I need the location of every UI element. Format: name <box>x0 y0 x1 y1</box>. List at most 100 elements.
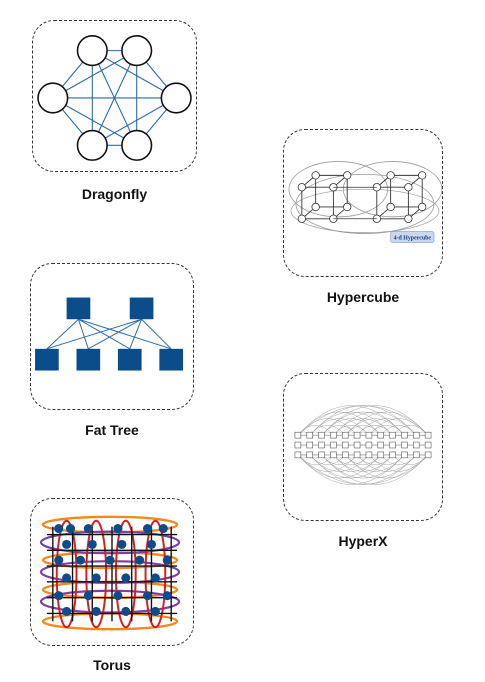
hypercube-node <box>418 202 427 212</box>
torus-ring-red <box>144 519 167 629</box>
hypercube-link <box>295 173 435 234</box>
hyperx-link <box>368 454 405 466</box>
torus-node <box>54 555 64 565</box>
hyperx-diagram <box>294 405 432 485</box>
hyperx-switch <box>318 441 325 449</box>
hyperx-switch <box>306 451 313 459</box>
fat-tree-leaf-switch <box>117 348 142 371</box>
hyperx-link <box>297 424 334 436</box>
hyperx-switch <box>306 431 313 439</box>
hyperx-label: HyperX <box>338 533 388 549</box>
torus-ring-purple <box>39 530 181 555</box>
dragonfly-node <box>121 129 153 161</box>
hyperx-switch <box>353 431 361 439</box>
hyperx-switch <box>377 431 385 439</box>
torus-node <box>75 555 85 565</box>
torus-node <box>146 539 156 549</box>
fat-tree-link <box>46 318 142 350</box>
torus-node <box>62 573 72 583</box>
torus-node <box>83 591 93 601</box>
hyperx-switch <box>365 431 373 439</box>
dragonfly-node <box>121 35 153 67</box>
torus-node <box>158 524 168 534</box>
torus-node <box>121 573 131 583</box>
torus-diagram-card <box>30 498 194 646</box>
dragonfly-node <box>160 82 192 114</box>
hypercube-diagram-card: 4-d Hypercube <box>283 129 443 277</box>
dragonfly-diagram-card <box>32 20 197 172</box>
dragonfly-node <box>37 82 69 114</box>
hyperx-switch <box>424 431 432 439</box>
hyperx-link <box>356 454 393 466</box>
hyperx-switch <box>377 451 385 459</box>
hyperx-switch <box>341 441 349 449</box>
hyperx-switch <box>330 431 337 439</box>
hyperx-switch <box>330 451 337 459</box>
hyperx-switch <box>318 431 325 439</box>
hyperx-switch <box>365 441 373 449</box>
fat-tree-link <box>46 318 79 350</box>
fat-tree-diagram <box>35 297 184 371</box>
torus-node <box>150 606 160 616</box>
hyperx-switch <box>413 451 420 459</box>
hyperx-link <box>380 424 417 436</box>
fat-tree-leaf-switch <box>159 348 184 371</box>
torus-node <box>83 524 93 534</box>
hypercube-link <box>342 161 442 218</box>
hyperx-link <box>321 424 358 436</box>
hypercube-node <box>311 202 320 212</box>
torus-node <box>113 591 123 601</box>
hyperx-switch <box>389 431 396 439</box>
torus-node <box>150 573 160 583</box>
hyperx-link <box>356 424 393 436</box>
dragonfly-label: Dragonfly <box>81 186 148 202</box>
hyperx-link <box>333 411 417 436</box>
hyperx-link <box>297 454 334 466</box>
hyperx-switch <box>341 451 349 459</box>
hyperx-link <box>368 424 405 436</box>
hypercube-node <box>297 214 306 223</box>
torus-node <box>66 524 76 534</box>
hyperx-link <box>345 454 429 479</box>
hypercube-label: Hypercube <box>326 289 400 305</box>
hyperx-switch <box>294 431 302 439</box>
torus-node <box>54 524 64 534</box>
dragonfly-link <box>92 50 177 99</box>
dragonfly-link <box>52 50 137 99</box>
fat-tree-spine-switch <box>66 297 91 320</box>
hyperx-diagram-card <box>283 373 443 521</box>
torus-ring-red <box>55 519 78 629</box>
hyperx-link <box>309 424 346 436</box>
torus-node <box>117 539 127 549</box>
torus-ring-red <box>85 519 108 629</box>
fat-tree-link <box>78 318 131 350</box>
hypercube-link <box>290 188 440 233</box>
dragonfly-diagram <box>37 35 192 161</box>
hyperx-switch <box>413 431 420 439</box>
fat-tree-link <box>78 318 172 350</box>
fat-tree-spine-switch <box>129 297 154 320</box>
hyperx-switch <box>401 441 408 449</box>
dragonfly-link <box>92 97 177 146</box>
hyperx-link <box>309 454 346 466</box>
hyperx-switch <box>306 441 313 449</box>
hyperx-switch <box>401 431 408 439</box>
hypercube-node <box>404 183 413 192</box>
torus-node <box>142 591 153 601</box>
torus-node <box>121 606 131 616</box>
fat-tree-leaf-switch <box>76 348 101 371</box>
hyperx-link <box>392 424 429 436</box>
hyperx-link <box>333 454 370 466</box>
torus-label: Torus <box>93 657 131 673</box>
dragonfly-node <box>76 35 108 67</box>
torus-node <box>91 573 101 583</box>
hyperx-link <box>333 454 417 479</box>
hyperx-link <box>321 454 358 466</box>
fat-tree-label: Fat Tree <box>85 422 139 438</box>
hypercube-node <box>418 171 427 180</box>
torus-node <box>113 524 123 534</box>
fat-tree-link <box>129 319 143 350</box>
dragonfly-link <box>52 97 137 146</box>
fat-tree-leaf-switch <box>35 348 59 371</box>
hyperx-switch <box>365 451 373 459</box>
